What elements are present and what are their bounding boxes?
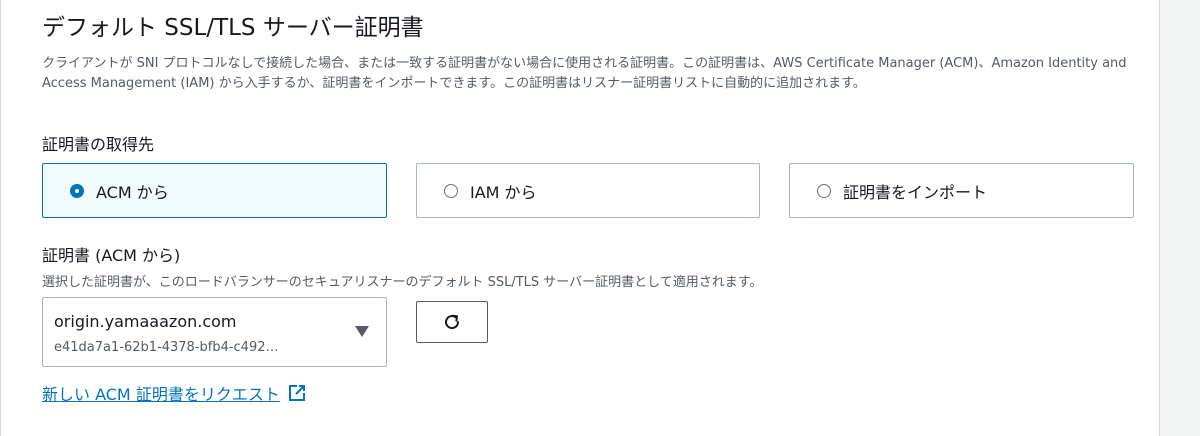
certificate-label: 証明書 (ACM から)	[42, 246, 181, 265]
request-certificate-link[interactable]: 新しい ACM 証明書をリクエスト	[42, 381, 306, 405]
refresh-icon	[445, 314, 460, 330]
refresh-button[interactable]	[416, 301, 488, 343]
source-option-import[interactable]: 証明書をインポート	[789, 163, 1134, 218]
certificate-description: 選択した証明書が、このロードバランサーのセキュアリスナーのデフォルト SSL/T…	[42, 275, 763, 290]
request-certificate-link-label: 新しい ACM 証明書をリクエスト	[42, 385, 280, 404]
certificate-select[interactable]: origin.yamaaazon.com e41da7a1-62b1-4378-…	[42, 297, 387, 367]
section-title: デフォルト SSL/TLS サーバー証明書	[42, 15, 424, 41]
source-option-acm[interactable]: ACM から	[42, 163, 387, 218]
source-label: 証明書の取得先	[42, 135, 155, 154]
radio-selected-icon[interactable]	[70, 183, 84, 198]
external-link-icon	[288, 384, 306, 402]
radio-icon[interactable]	[444, 183, 458, 198]
section-description: クライアントが SNI プロトコルなしで接続した場合、または一致する証明書がない…	[42, 56, 1127, 91]
source-option-label: IAM から	[470, 182, 537, 202]
certificate-select-value: origin.yamaaazon.com	[54, 312, 237, 331]
certificate-panel: デフォルト SSL/TLS サーバー証明書 クライアントが SNI プロトコルな…	[0, 0, 1160, 436]
source-option-label: 証明書をインポート	[843, 182, 988, 202]
certificate-select-id: e41da7a1-62b1-4378-bfb4-c492…	[54, 340, 279, 355]
radio-icon[interactable]	[817, 183, 831, 198]
source-option-iam[interactable]: IAM から	[416, 163, 760, 218]
source-option-label: ACM から	[96, 182, 169, 202]
caret-down-icon	[355, 326, 369, 337]
